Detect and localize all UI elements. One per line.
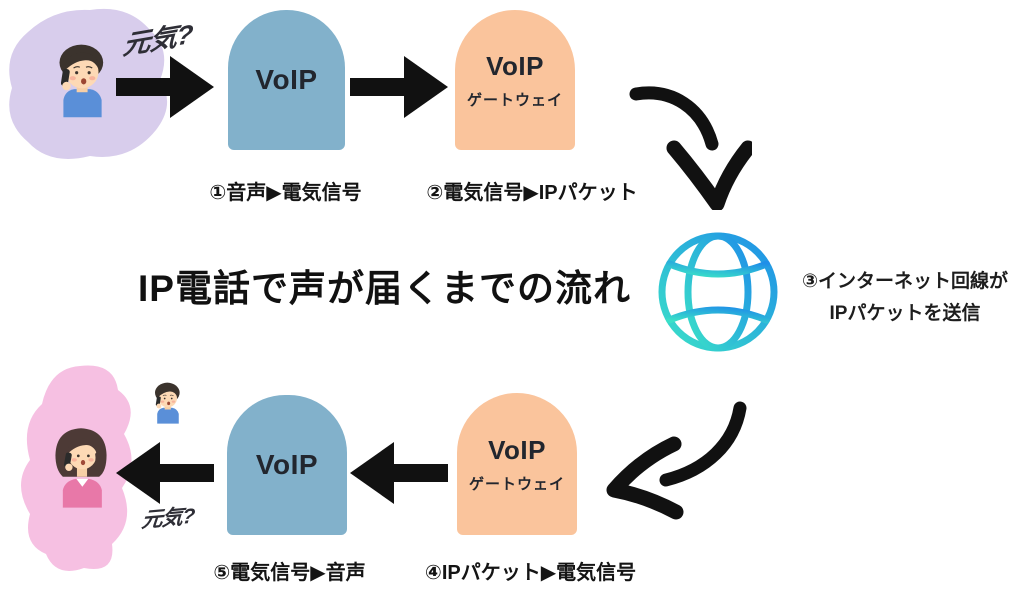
- step3-label: ③インターネット回線が IPパケットを送信: [790, 266, 1020, 330]
- step2-label: ②電気信号▶IPパケット: [426, 182, 638, 204]
- step1-label: ①音声▶電気信号: [209, 182, 362, 204]
- step3-line1: ③インターネット回線が: [801, 271, 1009, 292]
- voip-gateway-node-top: VoIP ゲートウェイ: [455, 10, 575, 150]
- right-arrow-icon: [116, 56, 214, 118]
- page-title: IP電話で声が届くまでの流れ: [138, 268, 631, 309]
- step3-line2: IPパケットを送信: [829, 303, 981, 324]
- step5-label: ⑤電気信号▶音声: [213, 562, 366, 584]
- caller-thumbnail-illustration: [144, 374, 188, 438]
- curved-arrow-left-icon: [606, 401, 747, 520]
- gateway-bottom-sublabel: ゲートウェイ: [468, 475, 565, 493]
- voip-node-top-label: VoIP: [255, 64, 318, 95]
- left-arrow-icon: [116, 442, 214, 504]
- right-arrow-icon: [350, 56, 448, 118]
- receiver-illustration: [44, 412, 118, 534]
- voip-gateway-node-bottom: VoIP ゲートウェイ: [457, 393, 577, 535]
- voip-node-bottom-label: VoIP: [255, 449, 319, 480]
- gateway-bottom-label: VoIP: [488, 434, 546, 465]
- voip-node-bottom: VoIP: [227, 395, 347, 535]
- gateway-top-label: VoIP: [486, 50, 544, 81]
- gateway-top-sublabel: ゲートウェイ: [466, 91, 563, 109]
- left-arrow-icon: [350, 442, 448, 504]
- voip-node-top: VoIP: [228, 10, 345, 150]
- curved-arrow-down-icon: [629, 86, 752, 210]
- caller-illustration: [40, 30, 118, 142]
- globe-icon: [658, 232, 778, 352]
- step4-label: ④IPパケット▶電気信号: [424, 562, 637, 584]
- speech-receiver: 元気?: [140, 504, 196, 533]
